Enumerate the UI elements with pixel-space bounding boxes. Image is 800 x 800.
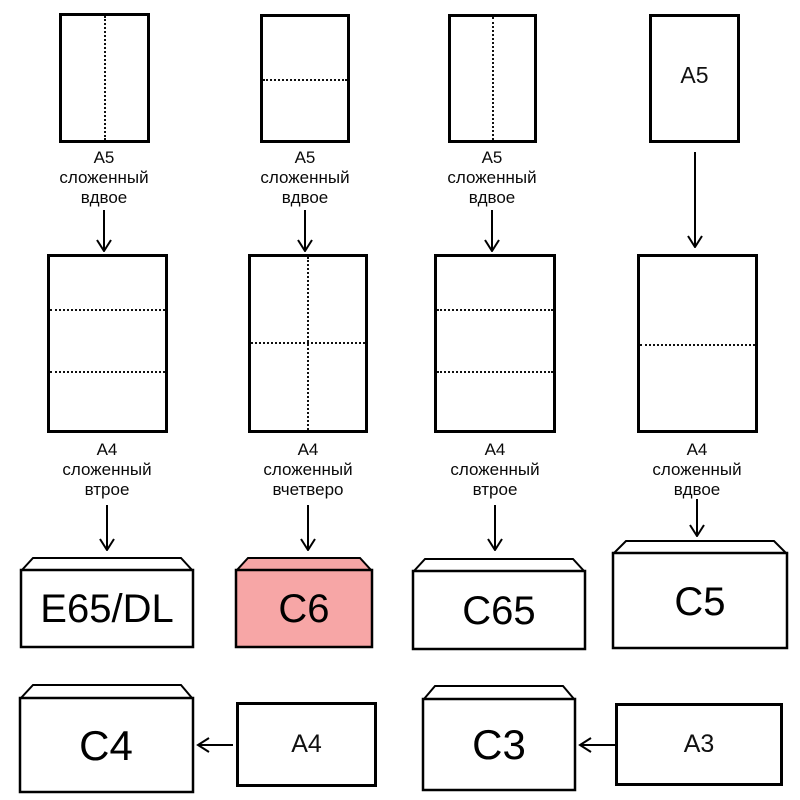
paper-label: A5: [680, 62, 709, 88]
paper-a3-source: A3: [615, 703, 783, 786]
arrow-left-icon: [196, 737, 233, 753]
arrow-down-icon: [689, 499, 705, 537]
caption-a5-3: A5 сложенный вдвое: [447, 148, 537, 207]
fold-line-horizontal: [263, 78, 347, 81]
envelope-label: C3: [472, 721, 526, 768]
caption-a5-1: A5 сложенный вдвое: [59, 148, 149, 207]
paper-a4-2: [248, 254, 368, 433]
caption-a4-2: A4 сложенный вчетверо: [263, 440, 353, 499]
envelope-c5: C5: [611, 540, 789, 650]
arrow-down-icon: [96, 210, 112, 252]
envelope-c6: C6: [234, 557, 374, 649]
caption-a4-3: A4 сложенный втрое: [450, 440, 540, 499]
paper-a4-source: A4: [236, 702, 377, 787]
paper-a4-4: [637, 254, 758, 433]
fold-line-horizontal: [251, 341, 365, 344]
fold-line-horizontal: [640, 343, 755, 346]
arrow-left-icon: [578, 737, 615, 753]
fold-line-horizontal: [437, 371, 553, 374]
fold-line-horizontal: [437, 308, 553, 311]
caption-a4-1: A4 сложенный втрое: [62, 440, 152, 499]
arrow-down-icon: [297, 210, 313, 252]
fold-line-horizontal: [50, 308, 165, 311]
envelope-label: E65/DL: [40, 587, 173, 631]
arrow-down-icon: [487, 505, 503, 551]
envelope-c65: C65: [411, 558, 587, 651]
paper-a4-1: [47, 254, 168, 433]
caption-a4-4: A4 сложенный вдвое: [652, 440, 742, 499]
arrow-down-icon: [484, 210, 500, 252]
fold-line-horizontal: [50, 371, 165, 374]
envelope-c4: C4: [18, 684, 195, 794]
fold-line-vertical: [103, 16, 106, 140]
arrow-down-icon: [687, 152, 703, 248]
paper-label: A4: [291, 730, 322, 758]
fold-line-vertical: [491, 17, 494, 140]
envelope-label: C4: [79, 722, 133, 769]
arrow-down-icon: [300, 505, 316, 551]
paper-label: A3: [683, 730, 715, 758]
caption-a5-2: A5 сложенный вдвое: [260, 148, 350, 207]
envelope-label: C5: [674, 580, 725, 624]
paper-a4-3: [434, 254, 556, 433]
envelope-label: C65: [462, 589, 535, 633]
paper-a5-3: [448, 14, 537, 143]
envelope-c3: C3: [421, 685, 577, 792]
envelope-label: C6: [278, 587, 329, 631]
arrow-down-icon: [99, 505, 115, 551]
envelope-e65-dl: E65/DL: [19, 557, 195, 649]
paper-a5-1: [59, 13, 150, 143]
paper-a5-4: A5: [649, 14, 740, 143]
paper-a5-2: [260, 14, 350, 143]
